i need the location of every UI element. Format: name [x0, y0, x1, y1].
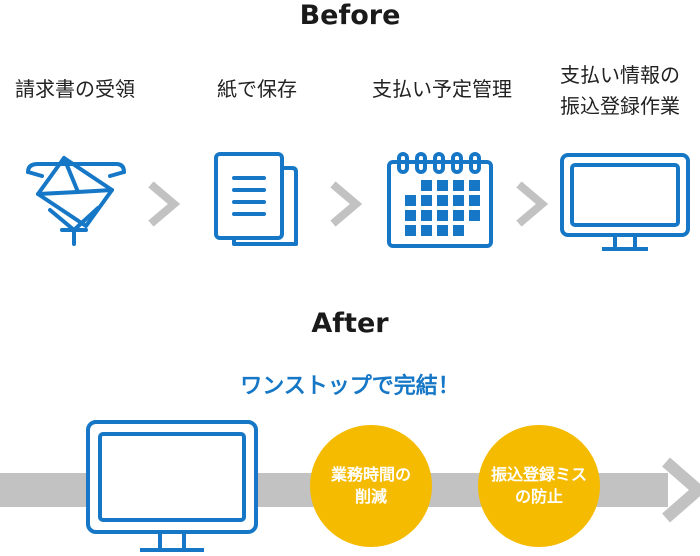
before-heading: Before — [299, 0, 401, 31]
step-label-receive-invoice: 請求書の受領 — [15, 77, 135, 101]
chevron-right-icon — [516, 181, 549, 227]
benefit-prevent-transfer-errors: 振込登録ミス の防止 — [478, 425, 600, 547]
step-label-payment-schedule: 支払い予定管理 — [372, 77, 512, 101]
document-icon — [214, 152, 298, 246]
benefit-reduce-work-time: 業務時間の 削減 — [310, 425, 432, 547]
after-tagline: ワンストップで完結！ — [240, 374, 460, 399]
step-label-transfer-registration: 支払い情報の 振込登録作業 — [560, 63, 680, 118]
chevron-right-icon — [330, 181, 363, 227]
monitor-icon — [560, 153, 690, 251]
monitor-icon — [86, 420, 258, 552]
chevron-right-icon — [148, 181, 181, 227]
calendar-icon — [387, 152, 493, 248]
envelope-hand-icon — [26, 156, 126, 246]
after-heading: After — [311, 308, 389, 339]
step-label-paper-storage: 紙で保存 — [217, 77, 297, 101]
